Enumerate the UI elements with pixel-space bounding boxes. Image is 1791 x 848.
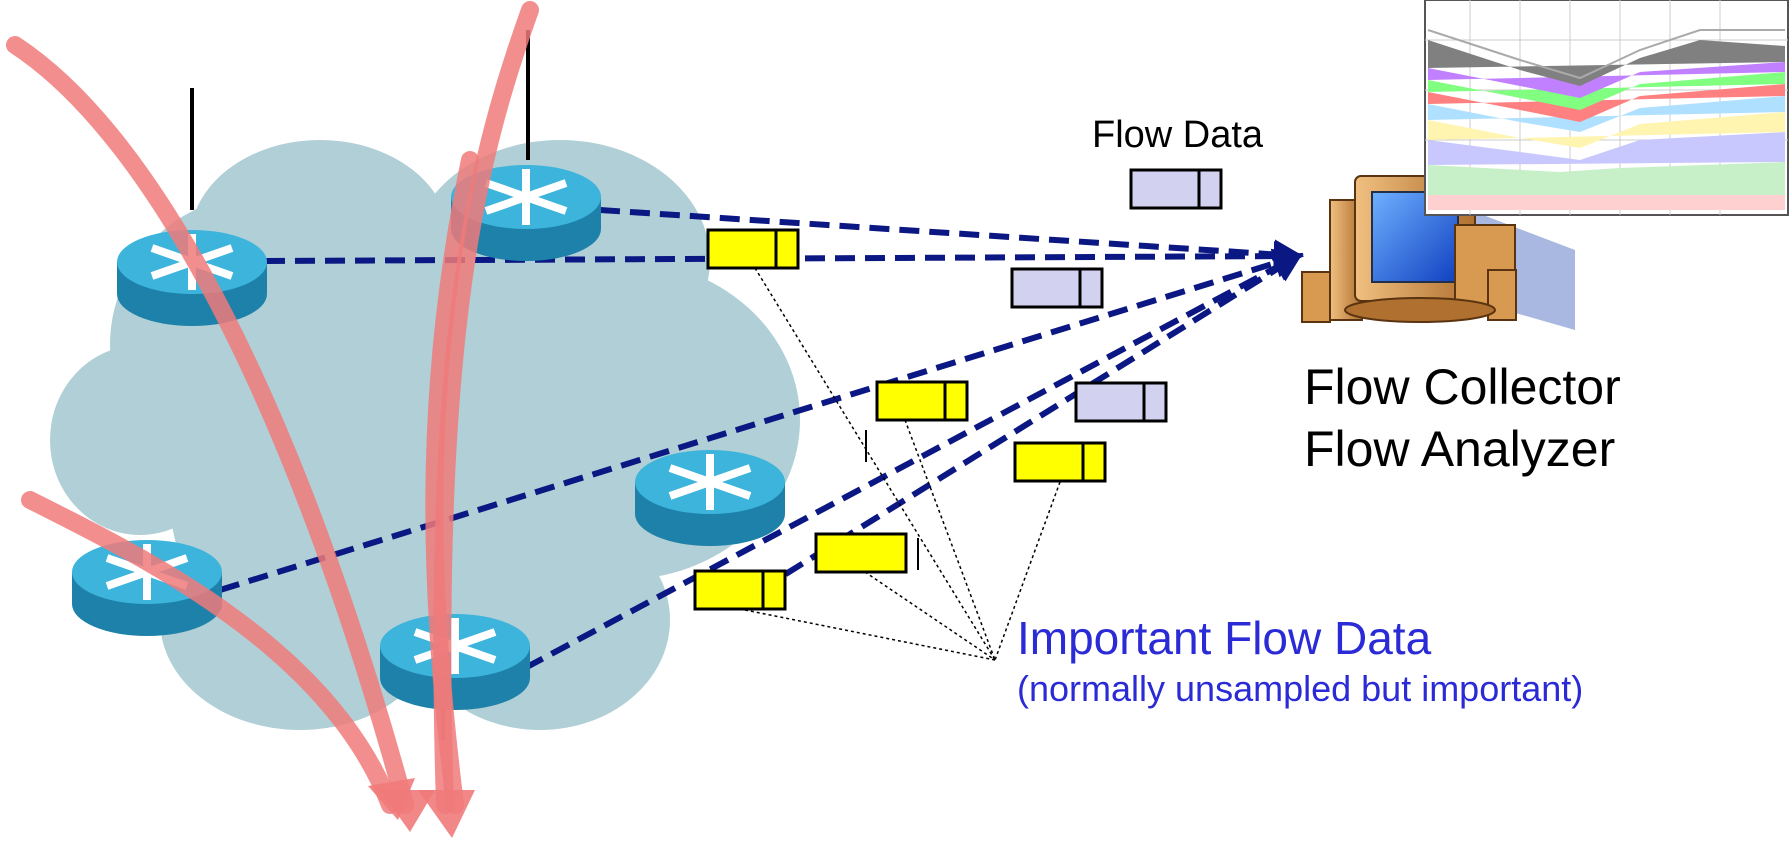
flow-data-label: Flow Data [1092, 114, 1264, 156]
analyzer-label-line2: Flow Analyzer [1304, 421, 1616, 477]
router-icon [635, 450, 785, 546]
important-leader-lines [744, 267, 1061, 661]
traffic-arrowheads [368, 778, 475, 838]
important-flow-record-icon [693, 228, 1107, 611]
collector-label: Flow Collector Flow Analyzer [1304, 356, 1621, 480]
router-icon [380, 614, 530, 710]
traffic-arrows [6, 1, 539, 814]
important-flow-data-label: Important Flow Data [1017, 612, 1432, 664]
important-flow-data-subtitle: (normally unsampled but important) [1017, 668, 1584, 709]
traffic-chart-icon [1424, 0, 1789, 216]
flow-record-icon [1010, 168, 1223, 423]
collector-label-line1: Flow Collector [1304, 359, 1621, 415]
